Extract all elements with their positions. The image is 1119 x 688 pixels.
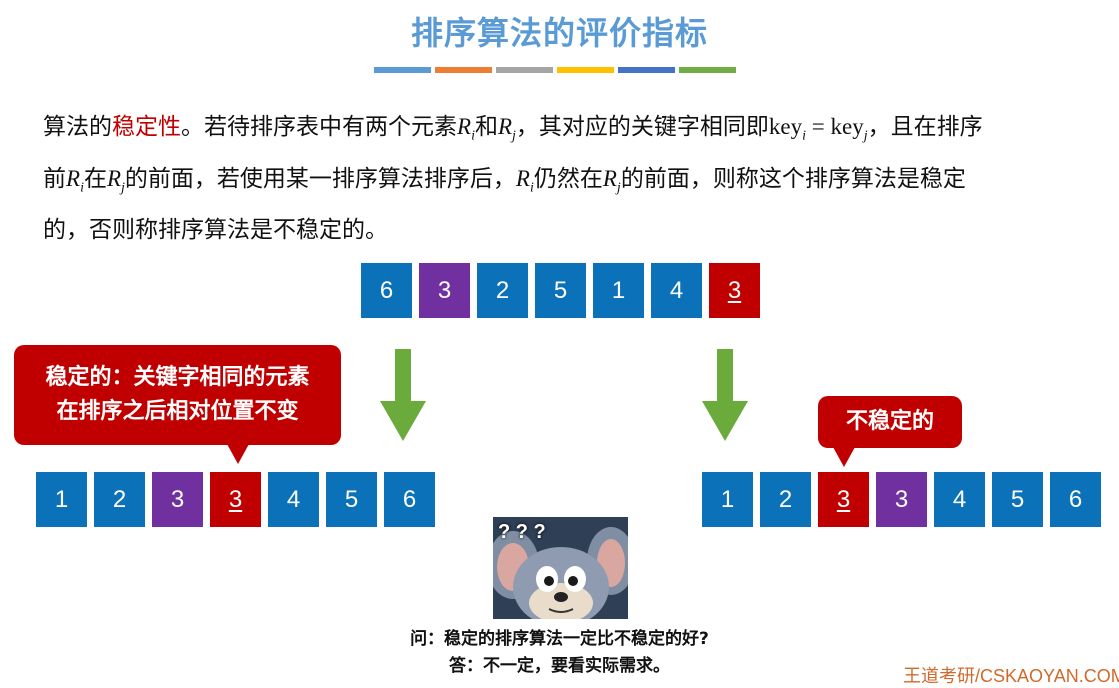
callout-tail xyxy=(227,444,249,464)
def-text: ，且在排序 xyxy=(867,114,983,140)
array-cell-value: 3 xyxy=(727,276,742,304)
array-cell: 2 xyxy=(94,472,145,527)
math-key: key xyxy=(830,114,864,139)
array-cell: 2 xyxy=(760,472,811,527)
array-cell: 1 xyxy=(702,472,753,527)
array-cell-value: 4 xyxy=(952,485,967,513)
stable-callout: 稳定的：关键字相同的元素 在排序之后相对位置不变 xyxy=(14,345,341,464)
original-sequence: 6 3 2 5 1 4 3 xyxy=(361,263,760,318)
callout-tail xyxy=(833,447,855,467)
answer-text: 答：不一定，要看实际需求。 xyxy=(449,656,670,676)
page-title: 排序算法的评价指标 xyxy=(410,14,708,52)
array-cell: 3 xyxy=(152,472,203,527)
def-text: 在 xyxy=(83,165,107,192)
unstable-callout: 不稳定的 xyxy=(818,396,962,467)
array-cell: 6 xyxy=(384,472,435,527)
math-r: R xyxy=(602,165,617,191)
array-cell-value: 1 xyxy=(720,485,735,513)
array-cell: 5 xyxy=(992,472,1043,527)
def-text: 算法的 xyxy=(43,114,112,140)
array-cell-value: 2 xyxy=(778,485,793,513)
title-bar-segment xyxy=(557,67,614,73)
array-cell: 4 xyxy=(934,472,985,527)
array-cell-value: 6 xyxy=(402,485,417,513)
math-r: R xyxy=(106,165,122,191)
array-cell: 3 xyxy=(419,263,470,318)
down-arrow-icon xyxy=(380,349,426,441)
math-sub: j xyxy=(616,180,621,196)
array-cell-value: 3 xyxy=(228,485,243,513)
array-cell-value: 4 xyxy=(669,276,684,304)
math-sub: i xyxy=(802,128,807,144)
array-cell: 3 xyxy=(210,472,261,527)
array-cell-value: 5 xyxy=(553,276,568,304)
array-cell-value: 2 xyxy=(495,276,510,304)
array-cell-value: 2 xyxy=(112,485,127,513)
math-r: R xyxy=(457,114,472,139)
watermark-text: 王道考研/CSKAOYAN.COM xyxy=(903,666,1119,686)
array-cell: 1 xyxy=(36,472,87,527)
math-sub: i xyxy=(471,128,475,144)
def-text: 的，否则称排序算法是不稳定的。 xyxy=(43,217,388,244)
title-bar-segment xyxy=(679,67,736,73)
array-cell-value: 3 xyxy=(894,485,909,513)
def-text: 和 xyxy=(474,114,498,140)
array-cell: 3 xyxy=(818,472,869,527)
array-cell-value: 3 xyxy=(437,276,452,304)
title-bar-segment xyxy=(618,67,675,73)
math-r: R xyxy=(497,114,513,139)
array-cell-value: 6 xyxy=(1068,485,1083,513)
array-cell: 5 xyxy=(326,472,377,527)
unstable-result-sequence: 1 2 3 3 4 5 6 xyxy=(702,472,1101,527)
unstable-callout-label: 不稳定的 xyxy=(845,409,934,434)
confused-cat-image: ? ? ? xyxy=(493,517,628,619)
array-cell: 5 xyxy=(535,263,586,318)
array-cell-value: 1 xyxy=(611,276,626,304)
def-text: ，其对应的关键字相同即 xyxy=(515,114,769,140)
math-eq: = xyxy=(806,114,831,139)
def-text: 的前面，则称这个排序算法是稳定 xyxy=(620,165,966,192)
array-cell: 1 xyxy=(593,263,644,318)
math-sub: j xyxy=(863,128,868,144)
array-cell: 3 xyxy=(876,472,927,527)
math-key: key xyxy=(768,114,803,139)
array-cell: 4 xyxy=(268,472,319,527)
def-text: 的前面，若使用某一排序算法排序后， xyxy=(124,165,516,192)
array-cell: 2 xyxy=(477,263,528,318)
cat-face-icon xyxy=(493,517,628,619)
array-cell: 3 xyxy=(709,263,760,318)
array-cell-value: 5 xyxy=(1010,485,1025,513)
stability-keyword: 稳定性 xyxy=(112,114,181,140)
math-sub: j xyxy=(121,180,125,196)
title-bar-segment xyxy=(374,67,431,73)
array-cell-value: 3 xyxy=(170,485,185,513)
array-cell-value: 4 xyxy=(286,485,301,513)
math-sub: i xyxy=(529,180,534,196)
array-cell-value: 1 xyxy=(54,485,69,513)
array-cell: 6 xyxy=(1050,472,1101,527)
stability-definition: 算法的稳定性。若待排序表中有两个元素Ri和Rj，其对应的关键字相同即keyi =… xyxy=(43,106,1103,251)
down-arrow-icon xyxy=(702,349,748,441)
array-cell-value: 3 xyxy=(836,485,851,513)
math-r: R xyxy=(515,165,530,191)
stable-callout-line2: 在排序之后相对位置不变 xyxy=(56,399,299,424)
title-underline-bar xyxy=(374,67,736,73)
math-sub: i xyxy=(80,180,84,196)
math-sub: j xyxy=(512,128,516,144)
question-marks: ? ? ? xyxy=(498,521,546,543)
array-cell: 4 xyxy=(651,263,702,318)
question-text: 问：稳定的排序算法一定比不稳定的好? xyxy=(410,629,709,649)
title-bar-segment xyxy=(435,67,492,73)
def-text: 。若待排序表中有两个元素 xyxy=(181,114,457,140)
math-r: R xyxy=(66,165,81,191)
title-bar-segment xyxy=(496,67,553,73)
array-cell-value: 5 xyxy=(344,485,359,513)
def-text: 仍然在 xyxy=(533,165,603,192)
array-cell: 6 xyxy=(361,263,412,318)
def-text: 前 xyxy=(43,165,66,192)
array-cell-value: 6 xyxy=(379,276,394,304)
stable-callout-line1: 稳定的：关键字相同的元素 xyxy=(45,365,310,390)
stable-result-sequence: 1 2 3 3 4 5 6 xyxy=(36,472,435,527)
